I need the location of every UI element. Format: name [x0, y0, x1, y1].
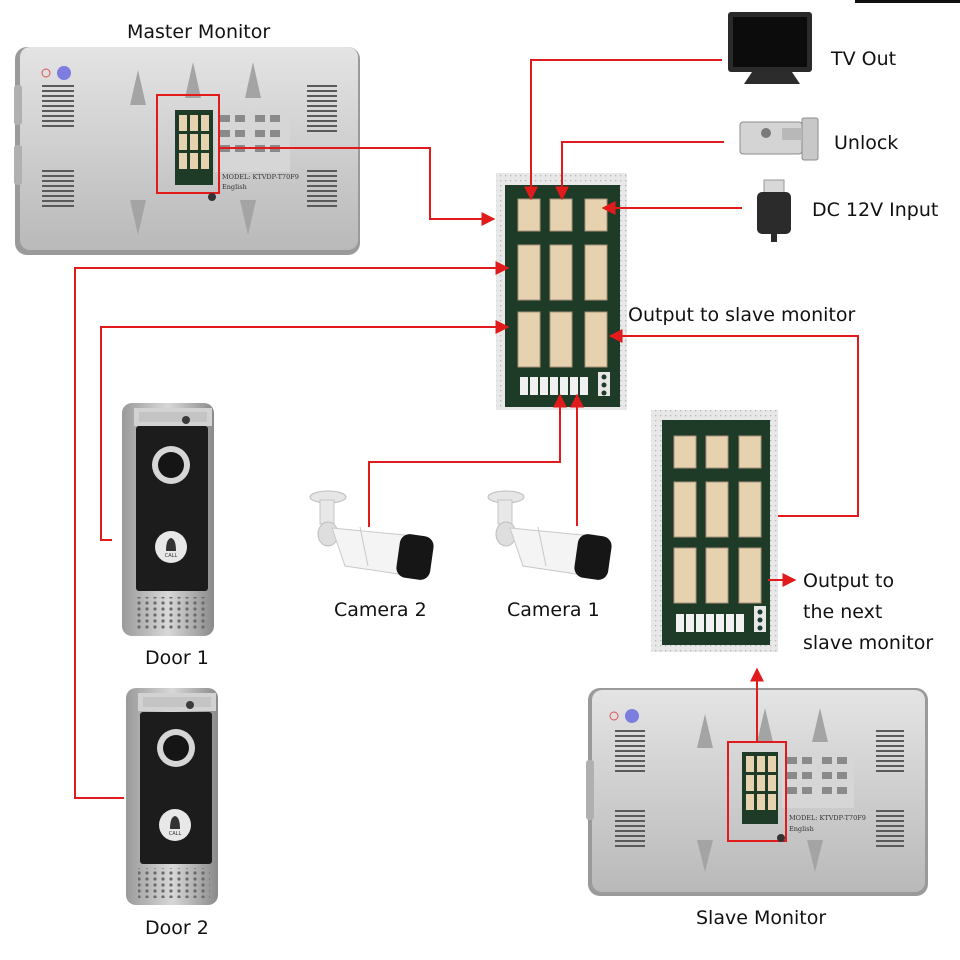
- label-dc-input: DC 12V Input: [812, 199, 939, 221]
- tv-icon: [728, 12, 812, 84]
- label-camera-1: Camera 1: [507, 599, 600, 621]
- label-camera-2: Camera 2: [334, 599, 427, 621]
- door-2-call-text: CALL: [169, 831, 182, 837]
- wire-tv-out: [524, 59, 722, 201]
- label-output-slave: Output to slave monitor: [628, 304, 856, 326]
- wire-door-1: [100, 320, 510, 541]
- wire-output-slave: [608, 329, 859, 517]
- label-slave-monitor: Slave Monitor: [696, 907, 827, 929]
- label-output-next-line-3: slave monitor: [803, 632, 934, 654]
- label-door-2: Door 2: [145, 917, 209, 939]
- label-master-monitor: Master Monitor: [127, 21, 271, 43]
- power-adapter-icon: [757, 179, 791, 242]
- label-output-next-line-1: Output to: [803, 570, 895, 592]
- label-door-1: Door 1: [145, 647, 209, 669]
- master-model-text: MODEL: KTVDP-T70F9: [222, 173, 299, 181]
- master-terminal-board: [496, 173, 627, 410]
- label-output-next: Output to the next slave monitor: [803, 566, 933, 659]
- door-1-call-text: CALL: [165, 553, 178, 559]
- slave-language-text: English: [789, 825, 814, 833]
- master-language-text: English: [222, 183, 247, 191]
- wire-unlock: [555, 141, 724, 201]
- label-output-next-line-2: the next: [803, 601, 883, 623]
- camera-2-icon: [309, 490, 434, 580]
- camera-1-icon: [487, 490, 612, 580]
- label-tv-out: TV Out: [831, 48, 897, 70]
- wiring-lines: [74, 59, 859, 799]
- wire-door-2: [74, 261, 510, 799]
- slave-monitor: MODEL: KTVDP-T70F9 English: [586, 688, 928, 896]
- electric-lock-icon: [739, 117, 819, 161]
- top-right-line: [855, 0, 960, 3]
- door-2-station: CALL: [126, 688, 218, 905]
- master-monitor: MODEL: KTVDP-T70F9 English: [14, 47, 360, 255]
- wire-master-to-board: [219, 147, 496, 226]
- slave-terminal-board: [651, 410, 778, 652]
- wire-camera-2: [368, 393, 567, 527]
- slave-model-text: MODEL: KTVDP-T70F9: [789, 814, 866, 822]
- door-1-station: CALL: [122, 403, 214, 636]
- label-unlock: Unlock: [834, 132, 899, 154]
